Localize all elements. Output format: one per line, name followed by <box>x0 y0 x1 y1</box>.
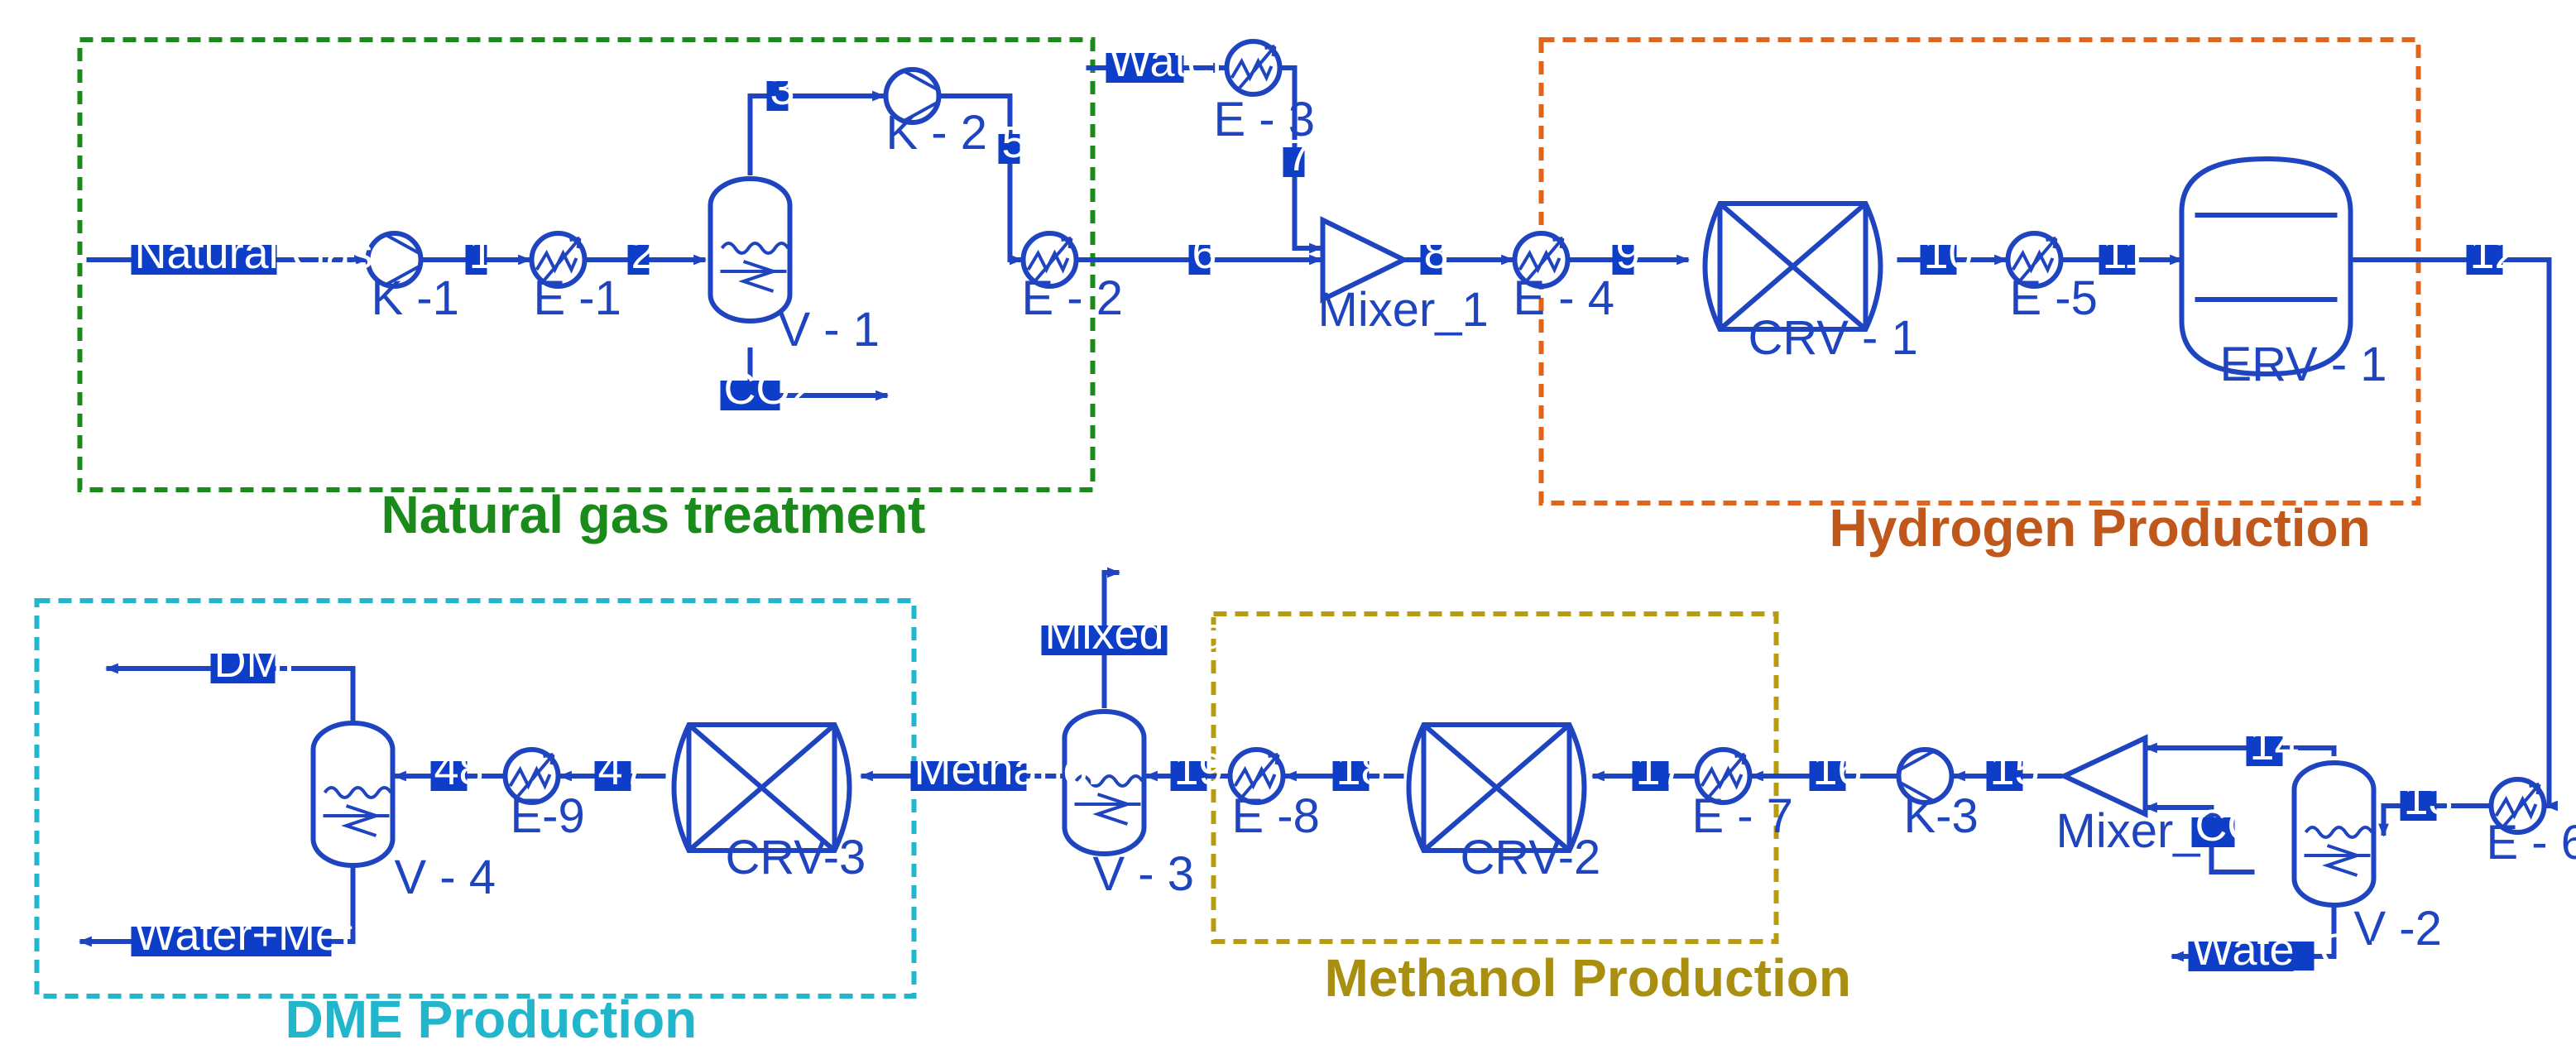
section-natural-gas-treatment-box <box>77 37 1096 492</box>
stream-tag-14: 14 <box>2246 720 2300 769</box>
stream-tag-12: 12 <box>2466 228 2520 278</box>
label-e3: E - 3 <box>1214 93 1316 146</box>
svg-text:11: 11 <box>2103 228 2149 278</box>
stream-tag-9: 9 <box>1612 228 1641 278</box>
section-title-hydrogen-production: Hydrogen Production <box>1830 498 2371 558</box>
stream-tag-water-methanol: Water+Methanol <box>131 910 463 960</box>
svg-text:16: 16 <box>1813 745 1863 794</box>
svg-text:12: 12 <box>2470 228 2520 278</box>
label-e5: E -5 <box>2010 271 2098 325</box>
label-erv1: ERV - 1 <box>2220 338 2387 391</box>
section-title-dme-production: DME Production <box>285 990 698 1049</box>
svg-text:Water+Methanol: Water+Methanol <box>135 910 463 960</box>
mixer-2[interactable] <box>2058 734 2148 818</box>
stream-tag-2: 2 <box>627 228 656 278</box>
stream-tag-wate-out: Wate_Out <box>2188 925 2391 975</box>
svg-text:CO2: CO2 <box>724 364 816 414</box>
label-e2: E - 2 <box>1022 271 1124 325</box>
flash-vessel-v2[interactable] <box>2295 763 2374 905</box>
label-e1: E -1 <box>534 271 621 325</box>
svg-text:18: 18 <box>1336 745 1386 794</box>
svg-text:14: 14 <box>2250 720 2300 769</box>
stream-tag-15: 15 <box>1986 745 2040 794</box>
mixer-1[interactable] <box>1320 216 1410 304</box>
section-title-methanol-production: Methanol Production <box>1325 948 1851 1008</box>
stream-tag-17: 17 <box>1632 745 1686 794</box>
stream-tag-co: CO <box>2191 801 2262 851</box>
stream-tag-11: 11 <box>2099 228 2149 278</box>
svg-text:8: 8 <box>1424 228 1449 278</box>
reactor-erv1[interactable] <box>2179 156 2353 377</box>
label-e8: E -8 <box>1232 789 1320 843</box>
stream-tag-47: 47 <box>594 745 648 794</box>
section-hydrogen-production-box <box>1538 37 2421 506</box>
svg-text:6: 6 <box>1192 228 1217 278</box>
label-crv1: CRV - 1 <box>1749 311 1918 365</box>
stream-tag-16: 16 <box>1809 745 1863 794</box>
svg-text:13: 13 <box>2404 774 2454 824</box>
stream-tag-10: 10 <box>1920 228 1974 278</box>
stream-tag-13: 13 <box>2400 774 2454 824</box>
stream-tag-8: 8 <box>1420 228 1449 278</box>
svg-text:Water: Water <box>1110 36 1227 86</box>
svg-text:9: 9 <box>1616 228 1641 278</box>
heat-exchanger-e3[interactable] <box>1227 41 1280 94</box>
svg-text:2: 2 <box>631 228 656 278</box>
stream-tag-18: 18 <box>1332 745 1386 794</box>
section-title-natural-gas-treatment: Natural gas treatment <box>381 485 926 544</box>
stream-tag-6: 6 <box>1188 228 1217 278</box>
stream-tag-48: 48 <box>430 745 484 794</box>
label-e6: E - 6 <box>2487 816 2576 870</box>
label-crv2: CRV-2 <box>1461 831 1601 884</box>
svg-text:Mixed gas: Mixed gas <box>1045 609 1249 659</box>
svg-text:47: 47 <box>598 745 648 794</box>
svg-text:10: 10 <box>1924 228 1974 278</box>
label-k1: K -1 <box>372 271 459 325</box>
stream-tag-mixed-gas: Mixed gas <box>1041 609 1249 659</box>
svg-text:Methanol: Methanol <box>914 745 1098 794</box>
section-dme-production-box <box>34 598 917 999</box>
stream-tag-5: 5 <box>998 117 1027 167</box>
stream-tag-dme: DME <box>210 637 314 687</box>
svg-text:1: 1 <box>469 228 494 278</box>
label-e7: E - 7 <box>1692 789 1794 843</box>
svg-text:Wate_Out: Wate_Out <box>2192 925 2391 975</box>
svg-text:17: 17 <box>1636 745 1686 794</box>
svg-text:15: 15 <box>1990 745 2040 794</box>
svg-text:Natural Gas: Natural Gas <box>135 228 373 278</box>
svg-text:19: 19 <box>1174 745 1224 794</box>
label-v2: V -2 <box>2354 902 2442 956</box>
svg-text:CO: CO <box>2195 801 2262 851</box>
stream-tag-water: Water <box>1106 36 1227 86</box>
svg-text:DME: DME <box>214 637 314 687</box>
label-crv3: CRV-3 <box>726 831 866 884</box>
label-k2: K - 2 <box>886 106 988 160</box>
label-v4: V - 4 <box>395 851 496 904</box>
label-v3: V - 3 <box>1093 847 1195 901</box>
stream-tag-natural-gas: Natural Gas <box>131 228 373 278</box>
svg-text:3: 3 <box>770 65 795 114</box>
stream-tag-1: 1 <box>465 228 494 278</box>
label-e4: E - 4 <box>1513 271 1615 325</box>
label-v1: V - 1 <box>779 303 880 357</box>
flash-vessel-v4[interactable] <box>314 723 393 865</box>
svg-text:48: 48 <box>434 745 484 794</box>
svg-text:5: 5 <box>1002 117 1027 167</box>
label-mixer1: Mixer_1 <box>1318 283 1489 337</box>
label-e9: E-9 <box>511 789 585 843</box>
label-k3: K-3 <box>1904 789 1979 843</box>
stream-tag-19: 19 <box>1170 745 1224 794</box>
stream-tag-methanol: Methanol <box>910 745 1098 794</box>
stream-tag-3: 3 <box>766 65 795 114</box>
svg-text:7: 7 <box>1287 131 1312 180</box>
flash-vessel-v1[interactable] <box>711 179 790 321</box>
stream-tag-co2: CO2 <box>720 364 816 414</box>
stream-tag-7: 7 <box>1283 131 1312 180</box>
